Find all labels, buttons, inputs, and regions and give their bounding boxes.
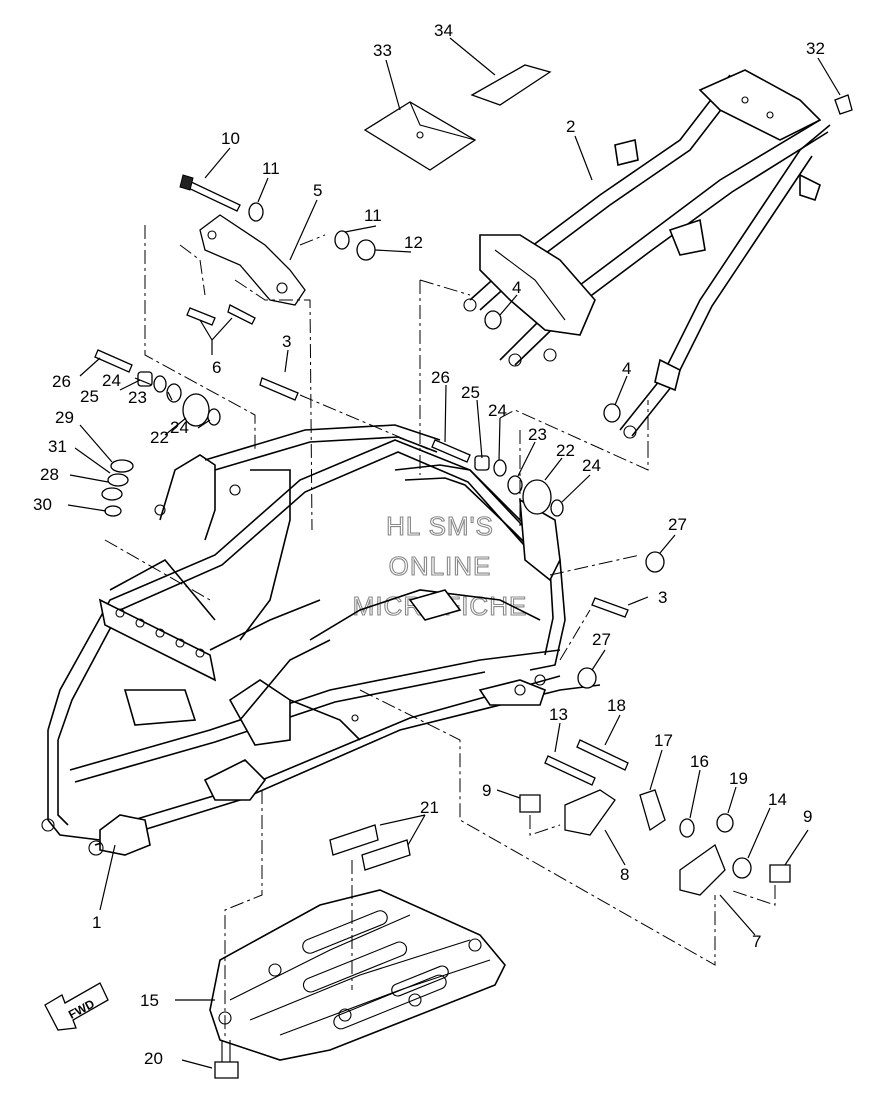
callout-14: 14 [768, 790, 787, 809]
callout-28: 28 [40, 465, 59, 484]
engine-mount-bracket [199, 214, 306, 306]
callout-24: 24 [170, 418, 189, 437]
fwd-arrow: FWD [44, 982, 109, 1031]
callout-4: 4 [512, 278, 521, 297]
callout-20: 20 [144, 1049, 163, 1068]
callout-9: 9 [803, 807, 812, 826]
callout-5: 5 [313, 181, 322, 200]
callout-2: 2 [566, 117, 575, 136]
callout-25: 25 [461, 383, 480, 402]
wrench [470, 64, 552, 106]
callout-30: 30 [33, 495, 52, 514]
callout-4: 4 [622, 359, 631, 378]
callout-11: 11 [364, 206, 382, 225]
callout-16: 16 [690, 752, 709, 771]
callout-24: 24 [582, 456, 601, 475]
callout-6: 6 [212, 358, 221, 377]
callout-19: 19 [729, 769, 748, 788]
callout-24: 24 [488, 401, 507, 420]
callout-34: 34 [434, 21, 453, 40]
callout-25: 25 [80, 387, 99, 406]
small-parts [94, 64, 853, 1079]
callout-17: 17 [654, 731, 673, 750]
callout-27: 27 [592, 630, 611, 649]
callout-22: 22 [150, 428, 169, 447]
assembly-lines [104, 225, 776, 1040]
callout-7: 7 [752, 932, 761, 951]
callout-12: 12 [404, 233, 423, 252]
watermark-line-2: ONLINE [389, 551, 492, 581]
callout-26: 26 [431, 368, 450, 387]
callout-13: 13 [549, 705, 568, 724]
callout-1: 1 [92, 913, 101, 932]
callout-21: 21 [420, 798, 439, 817]
callout-27: 27 [668, 515, 687, 534]
callout-29: 29 [55, 408, 74, 427]
callout-22: 22 [556, 441, 575, 460]
callout-15: 15 [140, 991, 159, 1010]
watermark-line-1: HL SM'S [386, 511, 494, 541]
skid-plate [209, 889, 506, 1061]
callout-3: 3 [282, 332, 291, 351]
callout-33: 33 [373, 41, 392, 60]
callout-10: 10 [221, 129, 240, 148]
callout-31: 31 [48, 437, 67, 456]
callout-26: 26 [52, 372, 71, 391]
callout-18: 18 [607, 696, 626, 715]
leader-lines [67, 37, 841, 1069]
callout-9: 9 [482, 781, 491, 800]
callout-3: 3 [658, 588, 667, 607]
main-frame [41, 424, 601, 856]
callout-23: 23 [528, 425, 547, 444]
callout-labels: 1 2 3 3 4 4 5 6 7 8 9 9 10 11 11 12 13 1… [33, 21, 825, 1068]
callout-23: 23 [128, 388, 147, 407]
callout-11: 11 [262, 159, 280, 178]
callout-32: 32 [806, 39, 825, 58]
callout-24: 24 [102, 371, 121, 390]
callout-8: 8 [620, 865, 629, 884]
rear-subframe [463, 69, 831, 439]
